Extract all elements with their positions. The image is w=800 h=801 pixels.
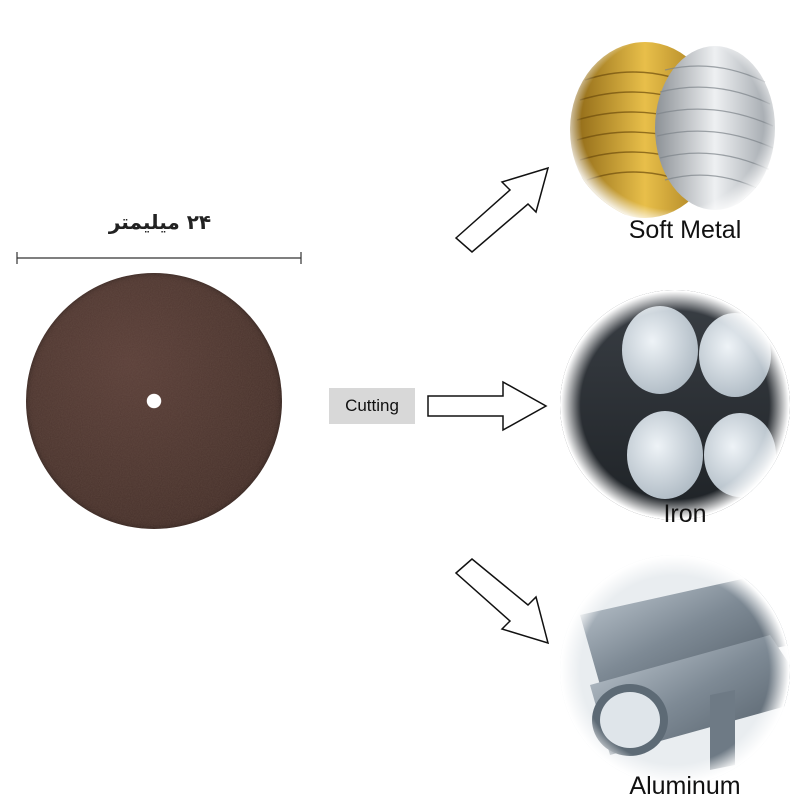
- aluminum-image: [560, 555, 790, 785]
- arrow-up-right-icon: [450, 160, 560, 255]
- iron-label: Iron: [663, 500, 707, 528]
- arrow-down-right-icon: [450, 555, 560, 650]
- disc-diameter-label: ۲۴ میلیمتر: [108, 210, 212, 234]
- cutting-label: Cutting: [329, 388, 415, 424]
- soft-metal-label: Soft Metal: [628, 216, 742, 244]
- iron-image: [560, 290, 790, 520]
- arrow-right-icon: [425, 378, 550, 434]
- aluminum-label: Aluminum: [629, 772, 741, 800]
- disc-texture: [26, 273, 282, 529]
- soft-metal-image: [565, 20, 780, 225]
- dimension-line: [16, 252, 302, 264]
